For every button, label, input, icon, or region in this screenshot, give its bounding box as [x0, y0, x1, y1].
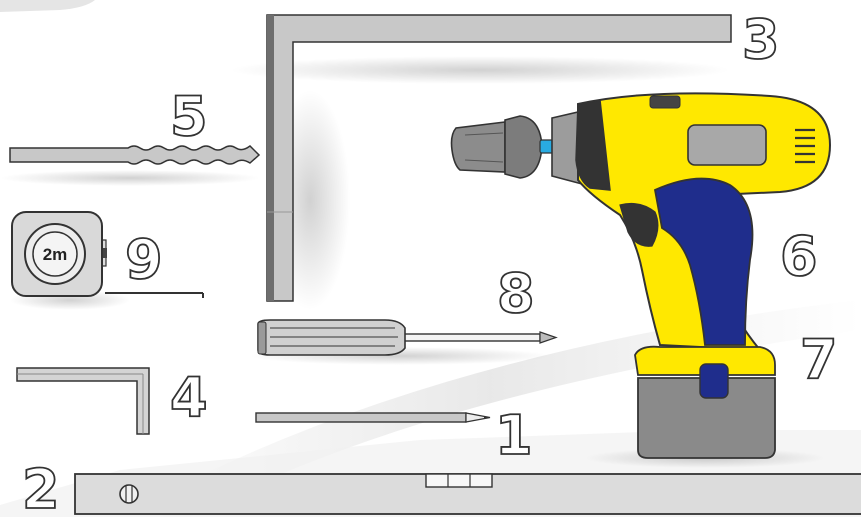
number-labels: 1 2 3 4 5 6 7 8 9 — [21, 7, 838, 517]
drill-bit — [0, 145, 261, 186]
label-hex-key: 4 — [170, 366, 208, 429]
label-spirit-level: 2 — [22, 458, 60, 517]
label-carpenter-square: 3 — [742, 8, 780, 71]
screwdriver — [250, 319, 558, 365]
label-tape-measure: 9 — [125, 228, 163, 291]
pencil — [255, 412, 491, 423]
hex-key — [16, 367, 150, 435]
drill-battery — [637, 363, 776, 459]
tape-measure: 2m — [10, 211, 204, 310]
carpenter-square — [230, 14, 732, 310]
label-drill-bit: 5 — [170, 85, 208, 148]
label-drill: 6 — [780, 225, 818, 288]
label-battery: 7 — [800, 328, 838, 391]
spirit-level — [74, 473, 861, 515]
label-screwdriver: 8 — [497, 262, 535, 325]
tape-measure-marking: 2m — [43, 245, 68, 264]
label-pencil: 1 — [495, 404, 533, 467]
